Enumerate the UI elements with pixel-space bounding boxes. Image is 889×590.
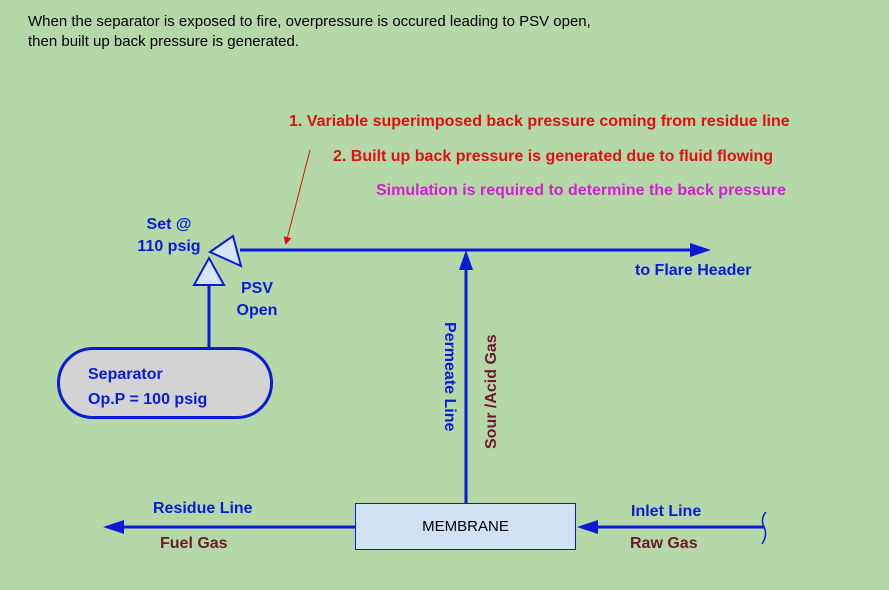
flare-header-label: to Flare Header — [635, 262, 752, 279]
permeate-line-label: Permeate Line — [441, 322, 458, 432]
pointer-arrow — [283, 149, 311, 245]
intro-line-1: When the separator is exposed to fire, o… — [28, 13, 591, 30]
intro-line-2: then built up back pressure is generated… — [28, 33, 300, 50]
psv-state: PSV Open — [226, 278, 288, 322]
psv-valve-inlet-icon — [192, 255, 226, 286]
separator-vessel: Separator Op.P = 100 psig — [57, 347, 273, 419]
psv-set-pressure: Set @ 110 psig — [128, 214, 210, 258]
inlet-line-label: Inlet Line — [631, 503, 702, 520]
intro-text: When the separator is exposed to fire, o… — [28, 12, 591, 52]
residue-gas-label: Fuel Gas — [160, 535, 228, 552]
psv-state-label: Open — [236, 302, 278, 319]
note-simulation-required: Simulation is required to determine the … — [376, 182, 786, 199]
permeate-gas-label: Sour /Acid Gas — [483, 334, 500, 449]
psv-label: PSV — [240, 280, 273, 297]
note-built-up-back-pressure: 2. Built up back pressure is generated d… — [333, 148, 774, 165]
psv-set-value: 110 psig — [137, 238, 201, 255]
permeate-arrowhead — [459, 250, 473, 270]
inlet-arrowhead — [577, 520, 598, 534]
residue-arrowhead — [103, 520, 124, 534]
membrane-label: MEMBRANE — [422, 518, 509, 535]
separator-operating-pressure: Op.P = 100 psig — [88, 391, 208, 408]
flare-arrowhead — [690, 243, 711, 257]
membrane-unit: MEMBRANE — [355, 503, 576, 550]
psv-set-label: Set @ — [146, 216, 192, 233]
separator-name: Separator — [88, 366, 163, 383]
note-superimposed-back-pressure: 1. Variable superimposed back pressure c… — [289, 113, 790, 130]
residue-line-label: Residue Line — [153, 500, 253, 517]
psv-valve-outlet-icon — [207, 234, 243, 268]
pipe-break-icon — [761, 511, 767, 545]
inlet-gas-label: Raw Gas — [630, 535, 698, 552]
